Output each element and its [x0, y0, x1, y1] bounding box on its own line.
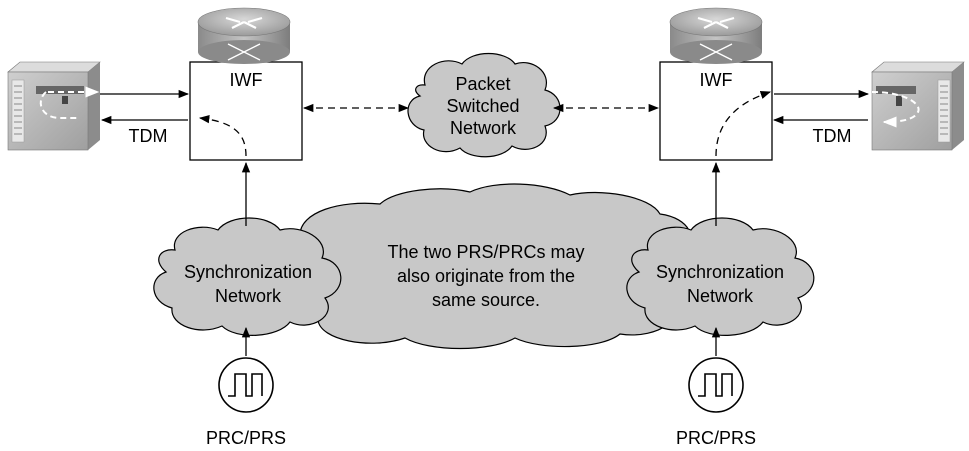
left-tdm-label: TDM	[129, 126, 168, 146]
shared-source-note: The two PRS/PRCs may also originate from…	[387, 242, 584, 310]
right-tdm-equipment-icon	[871, 61, 965, 151]
right-square-wave-clock-icon	[688, 357, 744, 413]
right-sync-cloud	[626, 217, 815, 336]
packet-switched-network-cloud	[407, 53, 561, 158]
right-tdm-label: TDM	[813, 126, 852, 146]
left-sync-line2: Network	[215, 286, 282, 306]
left-sync-line1: Synchronization	[184, 262, 312, 282]
right-clock-label: PRC/PRS	[676, 428, 756, 448]
shared-note-line3: same source.	[432, 290, 540, 310]
right-tdm-links	[772, 89, 870, 125]
right-sync-line2: Network	[687, 286, 754, 306]
right-sync-network-label: Synchronization Network	[656, 262, 784, 306]
right-iwf-label: IWF	[700, 70, 733, 90]
packet-network-line3: Network	[450, 118, 517, 138]
left-tdm-equipment-icon	[7, 61, 101, 151]
left-iwf-box	[189, 61, 303, 161]
left-clock-label: PRC/PRS	[206, 428, 286, 448]
packet-network-line1: Packet	[455, 74, 510, 94]
shared-note-line1: The two PRS/PRCs may	[387, 242, 584, 262]
left-square-wave-clock-icon	[218, 357, 274, 413]
shared-note-line2: also originate from the	[397, 266, 575, 286]
left-sync-network-label: Synchronization Network	[184, 262, 312, 306]
left-clock-recovery-arrow	[198, 115, 247, 157]
right-iwf-box	[659, 61, 773, 161]
left-iwf-label: IWF	[230, 70, 263, 90]
packet-network-line2: Switched	[446, 96, 519, 116]
left-sync-cloud	[153, 217, 342, 336]
right-sync-line1: Synchronization	[656, 262, 784, 282]
packet-network-label: Packet Switched Network	[446, 74, 519, 138]
left-tdm-links	[100, 89, 190, 125]
left-router-icon	[197, 7, 291, 64]
right-router-icon	[669, 7, 763, 64]
